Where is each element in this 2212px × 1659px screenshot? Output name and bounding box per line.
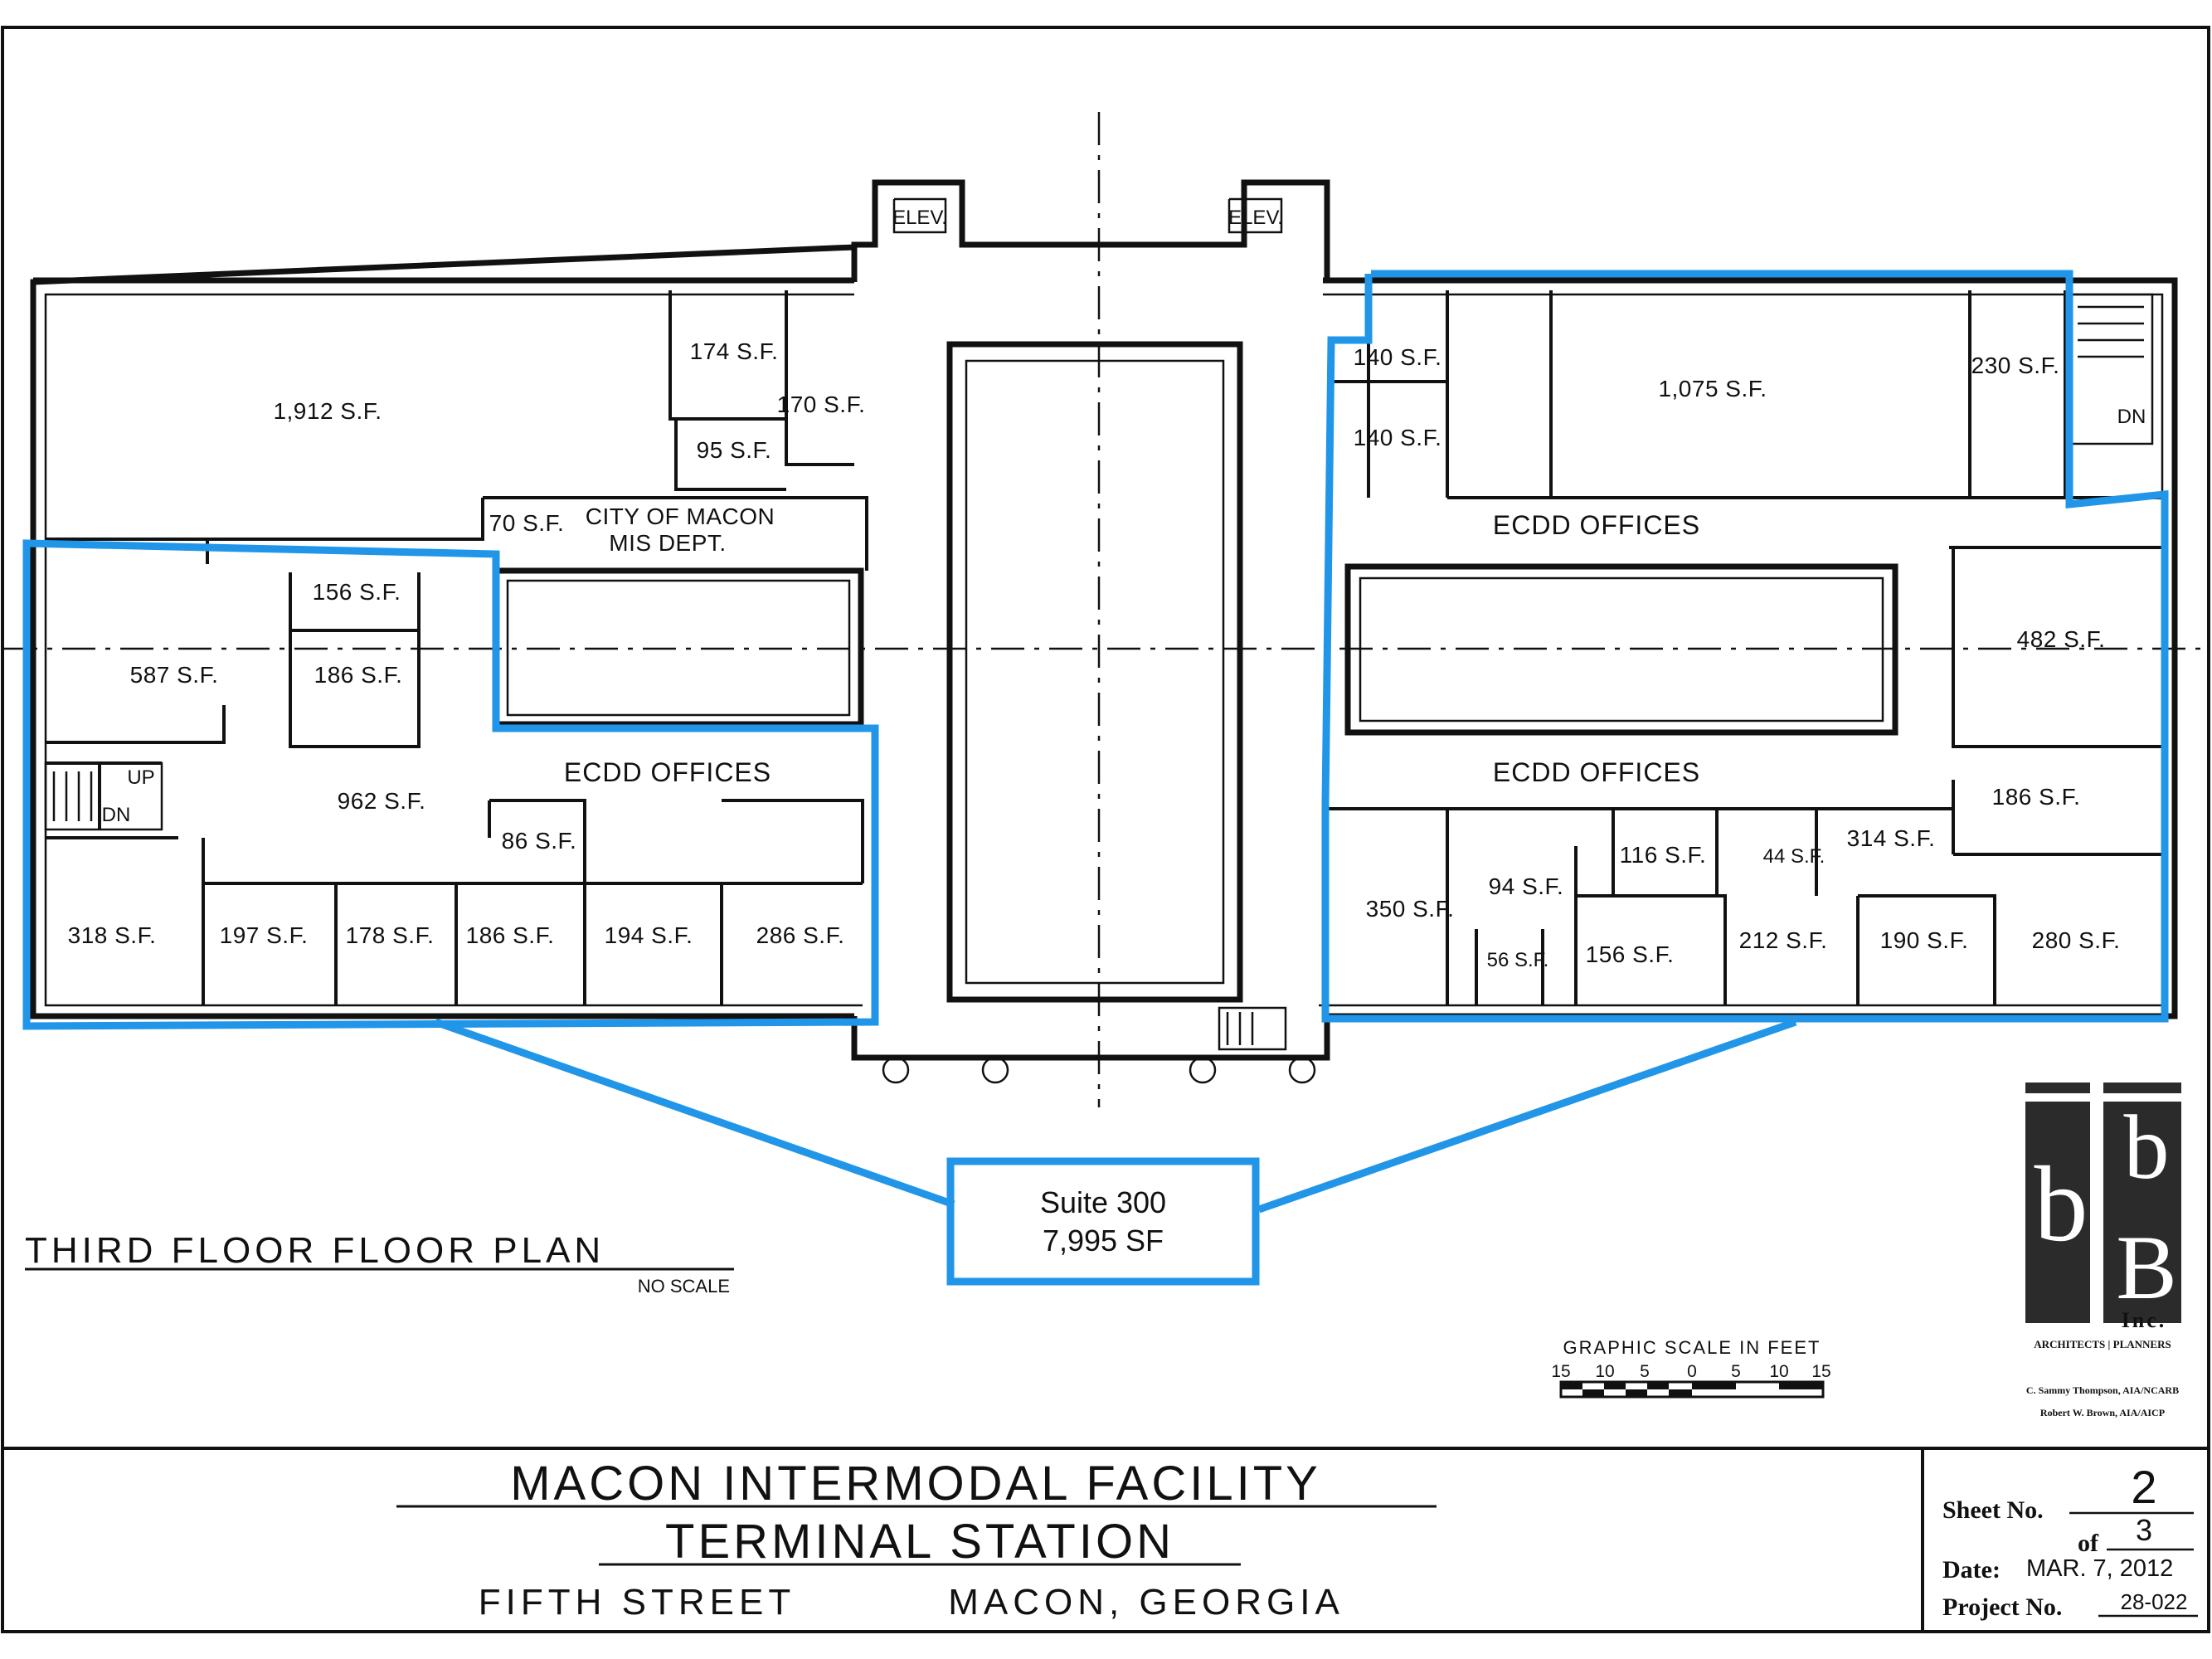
room-area: 350 S.F. <box>1366 896 1455 922</box>
room-area: 156 S.F. <box>1586 941 1675 967</box>
sheet-no-label: Sheet No. <box>1942 1496 2044 1524</box>
plan-title: THIRD FLOOR FLOOR PLAN <box>25 1230 605 1271</box>
building-walls <box>30 179 2178 1084</box>
date-label: Date: <box>1942 1556 2001 1584</box>
of-label: of <box>2078 1530 2099 1557</box>
room-area: 95 S.F. <box>697 437 772 463</box>
firm-tagline: ARCHITECTS | PLANNERS <box>2034 1338 2171 1350</box>
sheet-border <box>1 26 2210 1633</box>
scale-tick: 10 <box>1769 1362 1788 1381</box>
room-area: 190 S.F. <box>1880 927 1969 953</box>
room-area: 44 S.F. <box>1763 845 1826 868</box>
stair-down-right: DN <box>2117 406 2146 428</box>
room-area: 178 S.F. <box>346 922 435 948</box>
room-area: 70 S.F. <box>489 510 565 536</box>
sheet-no-value: 2 <box>2131 1461 2156 1513</box>
stair-up-left: UP <box>127 766 154 789</box>
scale-tick: 5 <box>1640 1362 1650 1381</box>
room-area: 318 S.F. <box>68 922 157 948</box>
scale-tick: 15 <box>1811 1362 1830 1381</box>
scale-bar-label: GRAPHIC SCALE IN FEET <box>1563 1337 1821 1358</box>
offices-label-left: ECDD OFFICES <box>564 757 771 787</box>
scale-tick: 0 <box>1687 1362 1697 1381</box>
stair-down-left: DN <box>102 804 131 826</box>
logo-letter: b <box>2035 1145 2088 1264</box>
project-no-value: 28-022 <box>2121 1589 2188 1614</box>
room-area: 94 S.F. <box>1489 873 1564 899</box>
city-label-line2: MIS DEPT. <box>609 530 726 556</box>
room-area: 186 S.F. <box>1992 784 2081 810</box>
project-title-line1: MACON INTERMODAL FACILITY <box>510 1457 1321 1511</box>
room-area: 1,075 S.F. <box>1658 376 1767 401</box>
logo-suffix: Inc. <box>2122 1308 2167 1332</box>
firm-person-1: C. Sammy Thompson, AIA/NCARB <box>2026 1384 2179 1396</box>
elevator-label-left: ELEV. <box>892 207 947 229</box>
room-area: 186 S.F. <box>466 922 555 948</box>
date-value: MAR. 7, 2012 <box>2026 1555 2173 1582</box>
offices-label-right-top: ECDD OFFICES <box>1493 510 1700 540</box>
scale-tick: 10 <box>1595 1362 1614 1381</box>
room-area: 212 S.F. <box>1739 927 1828 953</box>
room-area: 174 S.F. <box>690 338 779 364</box>
project-address: FIFTH STREET <box>479 1582 795 1623</box>
room-area: 197 S.F. <box>220 922 309 948</box>
room-area: 140 S.F. <box>1354 344 1442 370</box>
firm-person-2: Robert W. Brown, AIA/AICP <box>2040 1407 2165 1418</box>
suite-area: 7,995 SF <box>1043 1224 1164 1258</box>
room-area: 482 S.F. <box>2017 626 2106 652</box>
room-area: 156 S.F. <box>313 579 401 605</box>
room-area: 194 S.F. <box>605 922 693 948</box>
room-area: 962 S.F. <box>338 788 426 814</box>
scale-bar-graphic <box>1559 1380 1825 1399</box>
rooms-right: 140 S.F. 140 S.F. 1,075 S.F. 230 S.F. 48… <box>1354 344 2121 971</box>
offices-label-right-bottom: ECDD OFFICES <box>1493 757 1700 787</box>
project-title-line2: TERMINAL STATION <box>665 1515 1174 1569</box>
scale-tick: 15 <box>1551 1362 1570 1381</box>
plan-scale-note: NO SCALE <box>638 1276 730 1297</box>
project-no-label: Project No. <box>1942 1593 2062 1621</box>
room-area: 280 S.F. <box>2032 927 2121 953</box>
room-area: 116 S.F. <box>1620 842 1707 868</box>
room-area: 186 S.F. <box>314 662 403 688</box>
room-area: 587 S.F. <box>130 662 219 688</box>
rooms-left: 1,912 S.F. 174 S.F. 170 S.F. 95 S.F. 70 … <box>68 338 866 948</box>
city-label-line1: CITY OF MACON <box>586 504 775 529</box>
scale-bar-ticks: 15 10 5 0 5 10 15 <box>1551 1362 1830 1381</box>
suite-name: Suite 300 <box>1040 1185 1166 1219</box>
room-area: 1,912 S.F. <box>273 398 382 424</box>
room-area: 86 S.F. <box>502 828 577 854</box>
room-area: 286 S.F. <box>756 922 845 948</box>
project-city: MACON, GEORGIA <box>948 1582 1344 1623</box>
room-area: 56 S.F. <box>1487 949 1549 971</box>
room-area: 314 S.F. <box>1847 825 1936 851</box>
scale-tick: 5 <box>1731 1362 1741 1381</box>
room-area: 140 S.F. <box>1354 425 1442 450</box>
firm-logo: b b B <box>2025 1082 2181 1323</box>
room-area: 230 S.F. <box>1971 353 2060 378</box>
suite-300-outline <box>22 270 2169 1286</box>
elevator-label-right: ELEV. <box>1228 207 1283 229</box>
room-area: 170 S.F. <box>777 392 866 417</box>
logo-letter: b <box>2124 1097 2170 1198</box>
logo-letter: B <box>2116 1217 2176 1318</box>
of-total: 3 <box>2136 1513 2152 1547</box>
